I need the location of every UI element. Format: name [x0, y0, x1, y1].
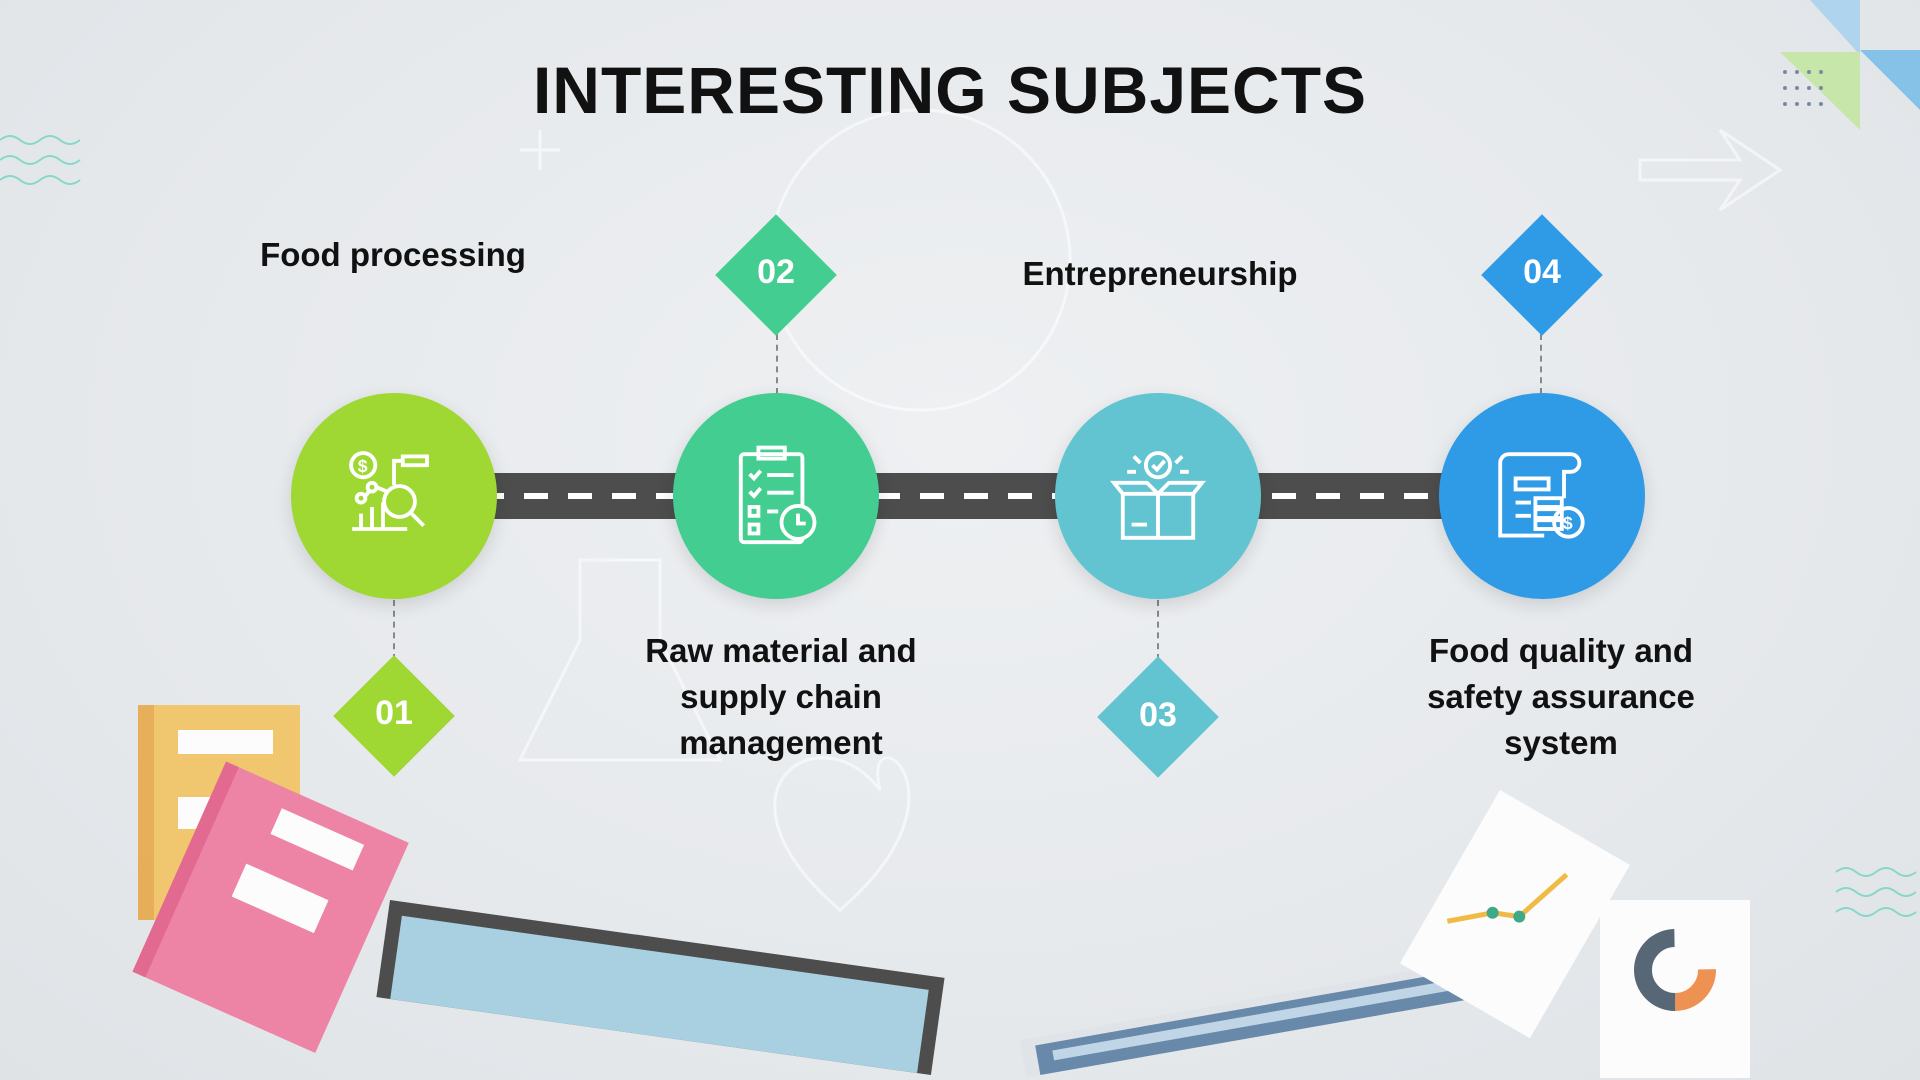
connector-01	[393, 600, 395, 660]
step-04-label-line: system	[1504, 724, 1618, 761]
flask-sketch-icon	[517, 558, 723, 762]
arrow-sketch-icon	[1638, 128, 1783, 212]
connector-03	[1157, 600, 1159, 660]
svg-text:$: $	[1563, 513, 1573, 533]
step-03-label: Entrepreneurship	[1022, 255, 1298, 292]
open-box-check-icon	[1109, 451, 1207, 540]
monitor-icon	[376, 900, 945, 1075]
step-01-number: 01	[375, 694, 413, 732]
timeline-road	[480, 473, 1460, 519]
step-03-number: 03	[1139, 696, 1177, 734]
step-04-label-line: safety assurance	[1427, 678, 1695, 715]
step-01-circle: $	[291, 393, 497, 599]
step-03-circle	[1055, 393, 1261, 599]
pink-book-icon	[132, 761, 409, 1053]
checklist-clock-icon	[738, 445, 817, 545]
step-02-label-line: supply chain	[680, 678, 882, 715]
connector-02	[776, 334, 778, 394]
step-04-circle: $	[1439, 393, 1645, 599]
svg-text:$: $	[358, 456, 368, 476]
step-01-label: Food processing	[260, 236, 526, 273]
paper-donut-icon	[1600, 900, 1750, 1078]
page-title: INTERESTING SUBJECTS	[532, 53, 1368, 127]
step-04-number: 04	[1523, 253, 1561, 291]
financial-analysis-icon: $	[349, 451, 429, 531]
road-dashes	[480, 493, 1460, 499]
step-02-label-line: management	[679, 724, 883, 761]
document-dollar-icon: $	[1498, 452, 1585, 539]
step-02-number: 02	[757, 253, 795, 291]
connector-04	[1540, 334, 1542, 394]
heart-sketch-icon	[773, 756, 911, 912]
step-02-circle	[673, 393, 879, 599]
paper-chart-icon	[1400, 790, 1630, 1039]
step-02-label-line: Raw material and	[645, 632, 917, 669]
step-02-label: Raw material and supply chain management	[581, 628, 981, 766]
plus-sketch-icon	[520, 130, 560, 170]
laptop-icon	[1019, 956, 1500, 1078]
step-04-label-line: Food quality and	[1429, 632, 1693, 669]
step-04-label: Food quality and safety assurance system	[1361, 628, 1761, 766]
